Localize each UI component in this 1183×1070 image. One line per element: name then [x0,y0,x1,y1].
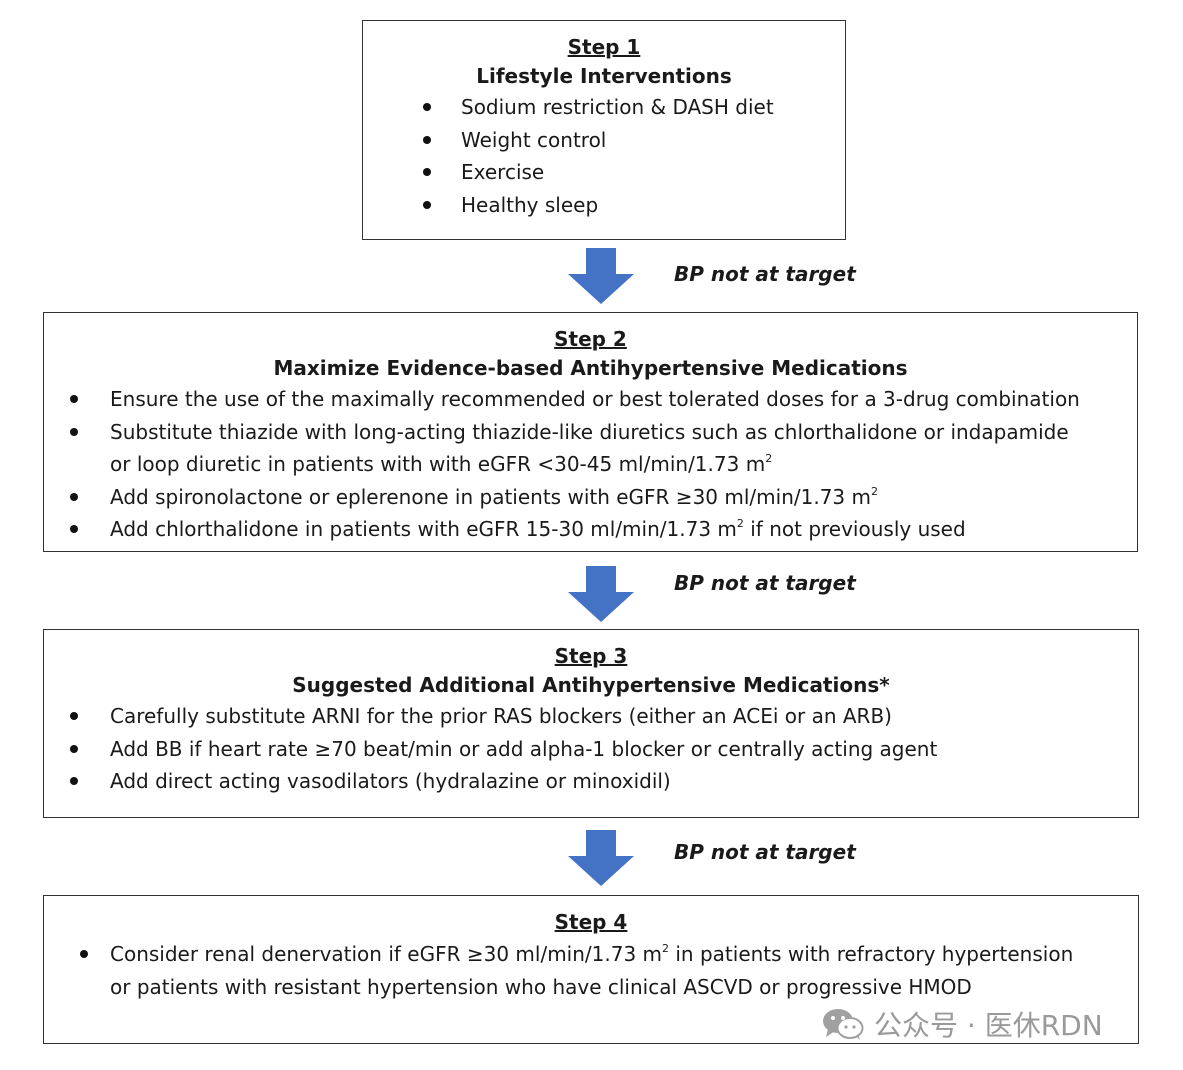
down-arrow-icon [568,830,634,886]
list-item-text: Ensure the use of the maximally recommen… [110,387,1080,411]
step2-subtitle: Maximize Evidence-based Antihypertensive… [273,356,908,380]
list-item: Weight control [363,124,845,157]
step2-title: Step 2 [554,327,627,351]
list-item: Add chlorthalidone in patients with eGFR… [44,513,1137,546]
step1-list: Sodium restriction & DASH diet Weight co… [363,91,845,221]
step4-title: Step 4 [554,910,628,934]
step3-subtitle: Suggested Additional Antihypertensive Me… [292,673,890,697]
down-arrow-icon [568,248,634,304]
list-item-text: in patients with refractory hypertension [669,942,1074,966]
list-item: Add spironolactone or eplerenone in pati… [44,481,1137,514]
list-item-text: if not previously used [743,517,966,541]
step1-box: Step 1 Lifestyle Interventions Sodium re… [362,20,846,240]
list-item: Ensure the use of the maximally recommen… [44,383,1137,416]
step2-box: Step 2 Maximize Evidence-based Antihyper… [43,312,1138,552]
arrow-label: BP not at target [674,840,856,864]
watermark-text: 公众号 · 医休RDN [874,1009,1103,1042]
list-item: Exercise [363,156,845,189]
list-item: Consider renal denervation if eGFR ≥30 m… [44,938,1138,1003]
list-item-text: Add spironolactone or eplerenone in pati… [110,484,871,509]
list-item-text: Consider renal denervation if eGFR ≥30 m… [110,942,663,966]
step1-subtitle: Lifestyle Interventions [476,64,732,88]
list-item: Healthy sleep [363,189,845,222]
list-item-text: or patients with resistant hypertension … [110,974,972,999]
list-item: Sodium restriction & DASH diet [363,91,845,124]
step3-title: Step 3 [554,644,628,668]
list-item-text: Add chlorthalidone in patients with eGFR… [110,517,737,541]
superscript: 2 [736,517,744,530]
step3-list: Carefully substitute ARNI for the prior … [44,700,1138,798]
list-item: Add direct acting vasodilators (hydralaz… [44,765,1138,798]
list-item-text: or loop diuretic in patients with with e… [110,452,766,476]
superscript: 2 [765,452,773,465]
down-arrow-icon [568,566,634,622]
step4-list: Consider renal denervation if eGFR ≥30 m… [44,938,1138,1003]
list-item: Add BB if heart rate ≥70 beat/min or add… [44,733,1138,766]
step4-box: Step 4 Consider renal denervation if eGF… [43,895,1139,1044]
superscript: 2 [870,484,878,498]
watermark: 公众号 · 医休RDN [822,1004,1103,1044]
list-item: Carefully substitute ARNI for the prior … [44,700,1138,733]
list-item: Substitute thiazide with long-acting thi… [44,416,1137,481]
arrow-label: BP not at target [674,262,856,286]
arrow-label: BP not at target [674,571,856,595]
step3-box: Step 3 Suggested Additional Antihyperten… [43,629,1139,818]
superscript: 2 [662,942,670,955]
step2-list: Ensure the use of the maximally recommen… [44,383,1137,546]
list-item-text: Substitute thiazide with long-acting thi… [110,419,1069,444]
wechat-icon [823,1009,864,1040]
step1-title: Step 1 [567,35,641,59]
